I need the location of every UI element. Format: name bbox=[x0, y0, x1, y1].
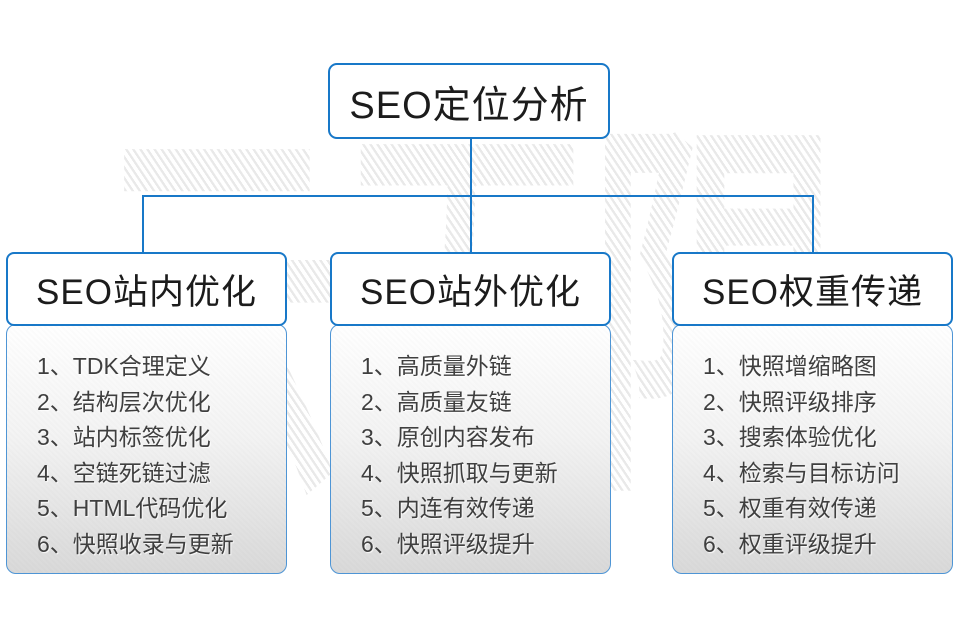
list-item: 4、空链死链过滤 bbox=[37, 459, 211, 486]
list-item: 2、高质量友链 bbox=[361, 388, 512, 415]
list-item: 3、搜索体验优化 bbox=[703, 424, 877, 450]
column-onsite-panel: 1、TDK合理定义 2、结构层次优化 3、站内标签优化 4、空链死链过滤 5、H… bbox=[6, 324, 287, 574]
connector-right-vertical bbox=[812, 195, 814, 253]
list-item: 1、高质量外链 bbox=[361, 353, 512, 379]
list-item: 4、检索与目标访问 bbox=[703, 459, 900, 486]
list-item: 6、快照收录与更新 bbox=[37, 530, 234, 557]
list-item: 5、内连有效传递 bbox=[361, 495, 535, 521]
list-item: 3、站内标签优化 bbox=[37, 424, 211, 450]
list-item: 4、快照抓取与更新 bbox=[361, 459, 558, 486]
root-node-title: SEO定位分析 bbox=[349, 84, 589, 127]
list-item: 1、快照增缩略图 bbox=[703, 353, 877, 379]
column-offsite-optimization: SEO站外优化 1、高质量外链 2、高质量友链 3、原创内容发布 4、快照抓取与… bbox=[330, 252, 611, 574]
column-onsite-optimization: SEO站内优化 1、TDK合理定义 2、结构层次优化 3、站内标签优化 4、空链… bbox=[6, 252, 287, 574]
list-item: 1、TDK合理定义 bbox=[37, 353, 211, 379]
root-node-seo-positioning: SEO定位分析 bbox=[328, 63, 610, 139]
column-onsite-title: SEO站内优化 bbox=[36, 272, 257, 312]
list-item: 5、权重有效传递 bbox=[703, 495, 877, 521]
column-offsite-title: SEO站外优化 bbox=[360, 272, 581, 312]
list-item: 6、权重评级提升 bbox=[703, 530, 877, 557]
column-weight-panel: 1、快照增缩略图 2、快照评级排序 3、搜索体验优化 4、检索与目标访问 5、权… bbox=[672, 324, 953, 574]
connector-left-vertical bbox=[142, 195, 144, 253]
column-offsite-panel: 1、高质量外链 2、高质量友链 3、原创内容发布 4、快照抓取与更新 5、内连有… bbox=[330, 324, 611, 574]
list-item: 2、快照评级排序 bbox=[703, 388, 877, 415]
list-item: 5、HTML代码优化 bbox=[37, 495, 228, 521]
column-offsite-header: SEO站外优化 bbox=[330, 252, 611, 326]
column-weight-header: SEO权重传递 bbox=[672, 252, 953, 326]
list-item: 2、结构层次优化 bbox=[37, 388, 211, 415]
list-item: 6、快照评级提升 bbox=[361, 530, 535, 557]
connector-horizontal bbox=[142, 195, 814, 197]
column-weight-title: SEO权重传递 bbox=[702, 272, 923, 312]
column-onsite-header: SEO站内优化 bbox=[6, 252, 287, 326]
list-item: 3、原创内容发布 bbox=[361, 424, 535, 450]
column-weight-transfer: SEO权重传递 1、快照增缩略图 2、快照评级排序 3、搜索体验优化 4、检索与… bbox=[672, 252, 953, 574]
